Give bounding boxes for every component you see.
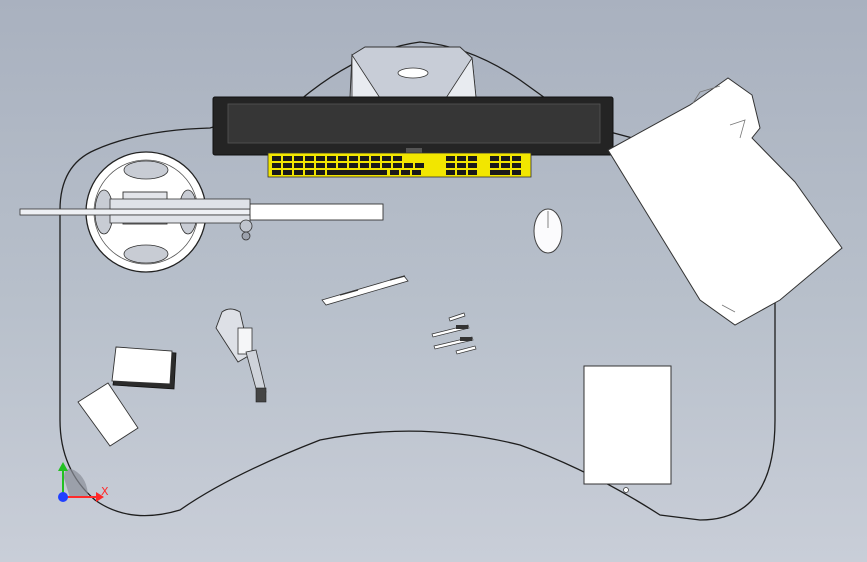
coordinate-triad xyxy=(58,462,104,502)
monitor[interactable] xyxy=(212,46,614,156)
crumpled-paper[interactable] xyxy=(607,77,843,326)
notepad[interactable] xyxy=(111,346,177,390)
card[interactable] xyxy=(77,382,139,447)
drill-bits[interactable] xyxy=(431,312,477,355)
keyboard[interactable] xyxy=(267,152,532,178)
desk-surface[interactable] xyxy=(59,41,776,521)
caliper[interactable] xyxy=(19,198,384,241)
pen[interactable] xyxy=(321,275,409,306)
sheet-of-paper[interactable] xyxy=(583,365,672,493)
mouse[interactable] xyxy=(533,208,563,254)
micrometer[interactable] xyxy=(215,308,267,403)
triad-x-axis-label: X xyxy=(101,485,109,498)
